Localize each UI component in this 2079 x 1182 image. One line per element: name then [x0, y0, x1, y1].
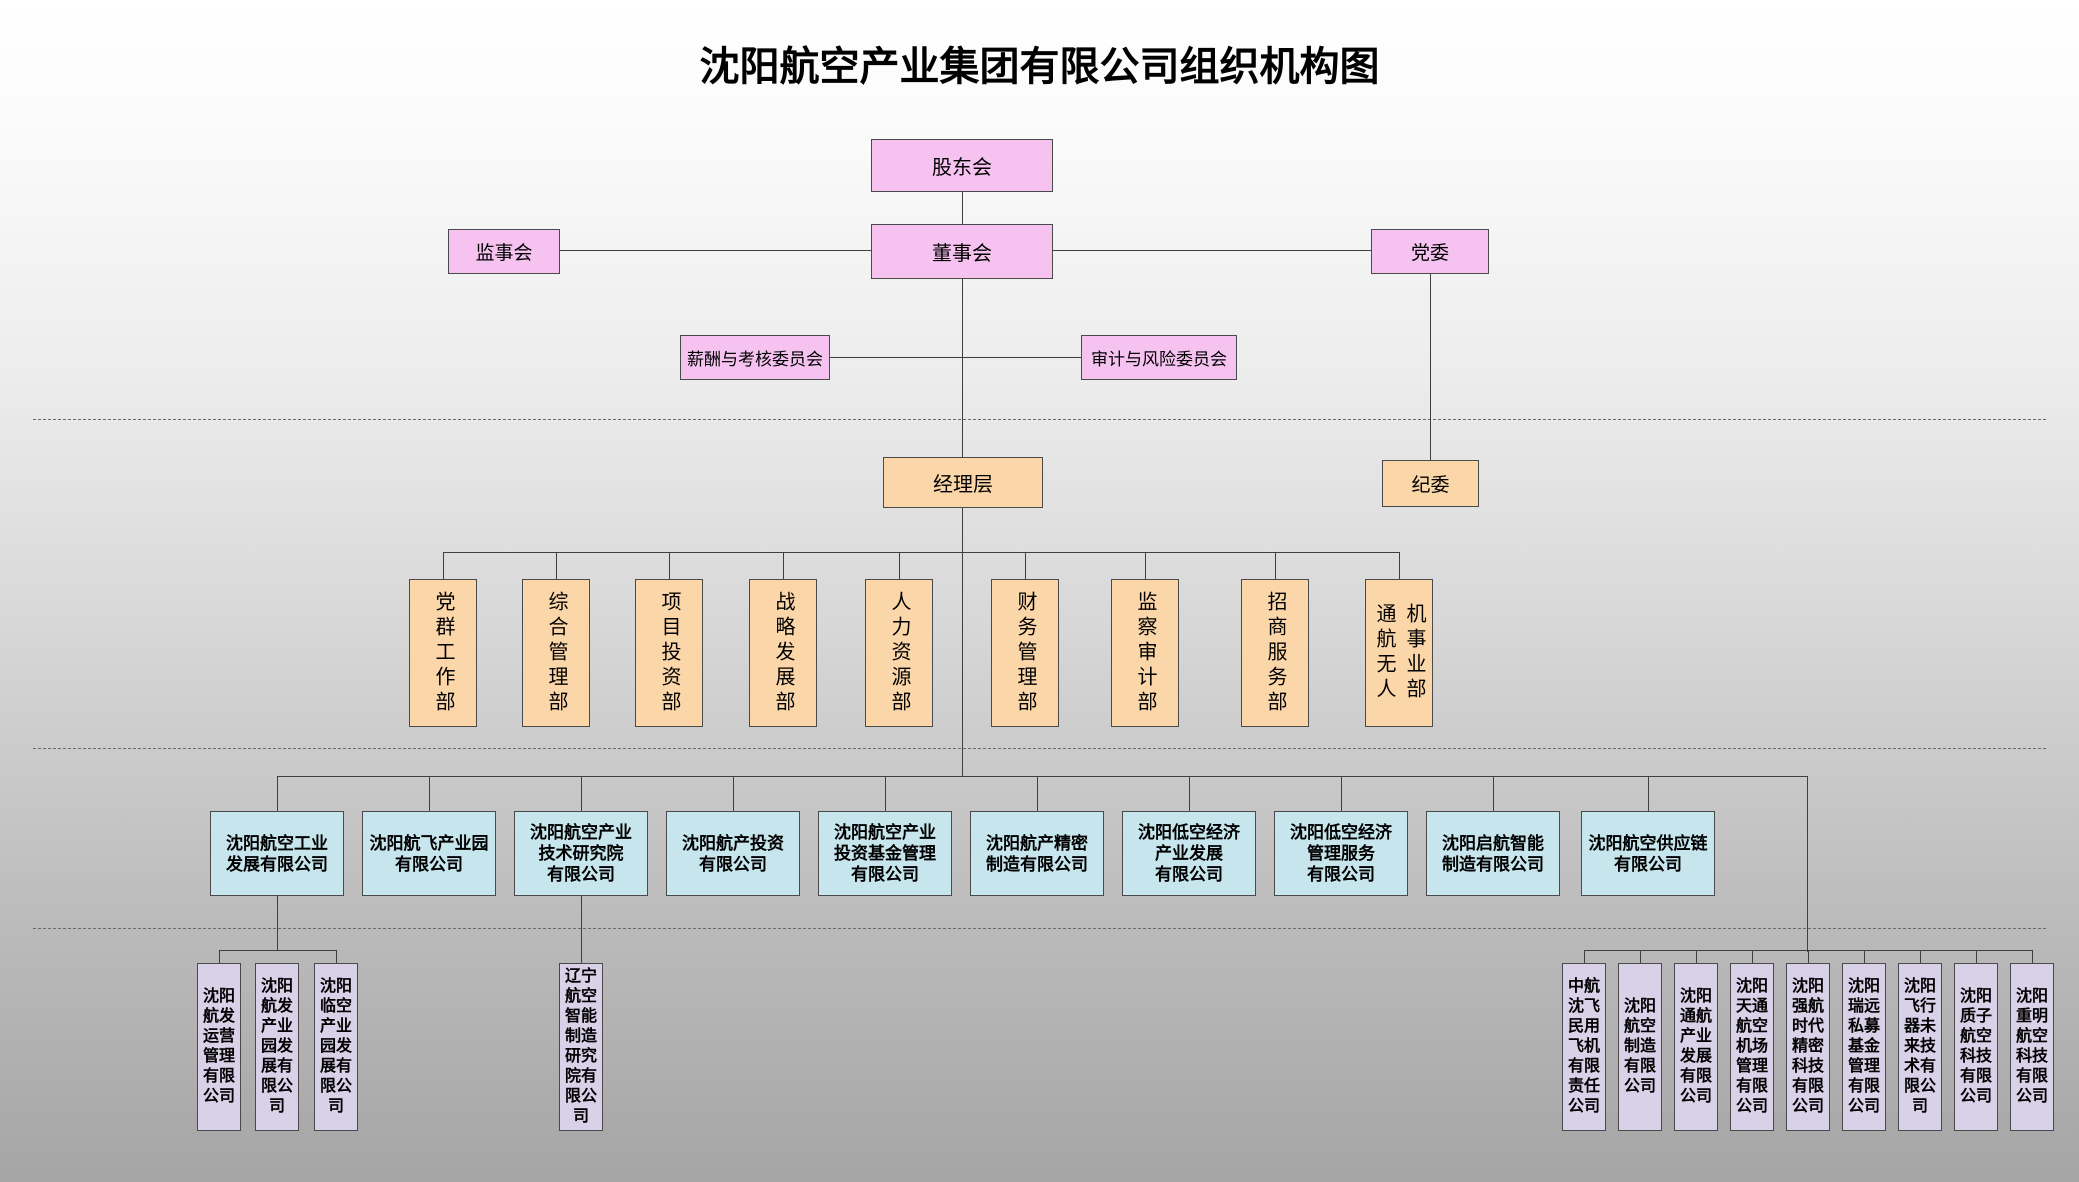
- section-divider-2: [33, 748, 2046, 749]
- connector-line: [219, 951, 220, 963]
- affiliate-box: 沈阳瑞远私募基金管理有限公司: [1842, 963, 1886, 1131]
- connector-line: [1808, 951, 1809, 963]
- connector-line: [219, 950, 337, 951]
- audit-risk-committee-box: 审计与风险委员会: [1081, 335, 1237, 380]
- subsidiary-box: 沈阳航空供应链 有限公司: [1581, 811, 1715, 896]
- connector-line: [581, 896, 582, 963]
- connector-line: [1976, 951, 1977, 963]
- connector-line: [1341, 777, 1342, 811]
- connector-line: [1640, 951, 1641, 963]
- connector-line: [962, 508, 963, 777]
- affiliate-box: 沈阳航空制造有限公司: [1618, 963, 1662, 1131]
- department-box: 人力资源部: [865, 579, 933, 727]
- connector-line: [277, 896, 278, 951]
- party-committee-box: 党委: [1371, 229, 1489, 274]
- connector-line: [1189, 777, 1190, 811]
- chart-title: 沈阳航空产业集团有限公司组织机构图: [699, 45, 1380, 89]
- connector-line: [1696, 951, 1697, 963]
- connector-line: [669, 552, 670, 579]
- affiliate-box: 沈阳航发运营管理有限公司: [197, 963, 241, 1131]
- department-box: 通航无人 机事业部: [1365, 579, 1433, 727]
- affiliate-box: 沈阳质子航空科技有限公司: [1954, 963, 1998, 1131]
- connector-line: [336, 951, 337, 963]
- remuneration-committee-box: 薪酬与考核委员会: [680, 335, 830, 380]
- supervisors-box: 监事会: [448, 229, 560, 274]
- affiliate-box: 沈阳天通航空机场管理有限公司: [1730, 963, 1774, 1131]
- affiliate-box: 沈阳飞行器未来技术有限公司: [1898, 963, 1942, 1131]
- connector-line: [1275, 552, 1276, 579]
- connector-line: [1752, 951, 1753, 963]
- connector-line: [1920, 951, 1921, 963]
- subsidiary-box: 沈阳启航智能 制造有限公司: [1426, 811, 1560, 896]
- department-box: 财务管理部: [991, 579, 1059, 727]
- connector-line: [1399, 552, 1400, 579]
- connector-line: [277, 776, 1808, 777]
- department-box: 招商服务部: [1241, 579, 1309, 727]
- connector-line: [556, 552, 557, 579]
- department-box: 战略发展部: [749, 579, 817, 727]
- affiliate-box: 沈阳航发产业园发展有限公司: [255, 963, 299, 1131]
- connector-line: [1584, 951, 1585, 963]
- connector-line: [962, 279, 963, 457]
- connector-line: [443, 552, 444, 579]
- subsidiary-box: 沈阳航空产业 技术研究院 有限公司: [514, 811, 648, 896]
- subsidiary-box: 沈阳低空经济 产业发展 有限公司: [1122, 811, 1256, 896]
- connector-line: [962, 192, 963, 224]
- board-of-directors-box: 董事会: [871, 224, 1053, 279]
- connector-line: [830, 357, 1081, 358]
- affiliate-box: 沈阳通航产业发展有限公司: [1674, 963, 1718, 1131]
- department-box: 党群工作部: [409, 579, 477, 727]
- connector-line: [1648, 777, 1649, 811]
- discipline-committee-box: 纪委: [1382, 460, 1479, 507]
- affiliate-box: 沈阳强航时代精密科技有限公司: [1786, 963, 1830, 1131]
- connector-line: [733, 777, 734, 811]
- connector-line: [1037, 777, 1038, 811]
- department-box: 项目投资部: [635, 579, 703, 727]
- subsidiary-box: 沈阳低空经济 管理服务 有限公司: [1274, 811, 1408, 896]
- affiliate-box: 沈阳临空产业园发展有限公司: [314, 963, 358, 1131]
- management-box: 经理层: [883, 457, 1043, 508]
- connector-line: [560, 250, 871, 251]
- connector-line: [885, 777, 886, 811]
- connector-line: [443, 552, 1400, 553]
- connector-line: [1864, 951, 1865, 963]
- connector-line: [1430, 274, 1431, 460]
- connector-line: [2032, 951, 2033, 963]
- affiliate-box: 辽宁航空智能制造研究院有限公司: [559, 963, 603, 1131]
- affiliate-box: 中航沈飞民用飞机有限责任公司: [1562, 963, 1606, 1131]
- connector-line: [429, 777, 430, 811]
- subsidiary-box: 沈阳航空工业 发展有限公司: [210, 811, 344, 896]
- connector-line: [899, 552, 900, 579]
- department-box: 综合管理部: [522, 579, 590, 727]
- connector-line: [1493, 777, 1494, 811]
- connector-line: [581, 777, 582, 811]
- section-divider-1: [33, 419, 2046, 420]
- shareholders-box: 股东会: [871, 139, 1053, 192]
- affiliate-box: 沈阳重明航空科技有限公司: [2010, 963, 2054, 1131]
- connector-line: [1025, 552, 1026, 579]
- subsidiary-box: 沈阳航产精密 制造有限公司: [970, 811, 1104, 896]
- connector-line: [1807, 777, 1808, 952]
- connector-line: [1053, 250, 1371, 251]
- connector-line: [1145, 552, 1146, 579]
- connector-line: [1584, 950, 2033, 951]
- connector-line: [277, 777, 278, 811]
- connector-line: [783, 552, 784, 579]
- department-box: 监察审计部: [1111, 579, 1179, 727]
- section-divider-3: [33, 928, 2046, 929]
- subsidiary-box: 沈阳航产投资 有限公司: [666, 811, 800, 896]
- subsidiary-box: 沈阳航空产业 投资基金管理 有限公司: [818, 811, 952, 896]
- subsidiary-box: 沈阳航飞产业园 有限公司: [362, 811, 496, 896]
